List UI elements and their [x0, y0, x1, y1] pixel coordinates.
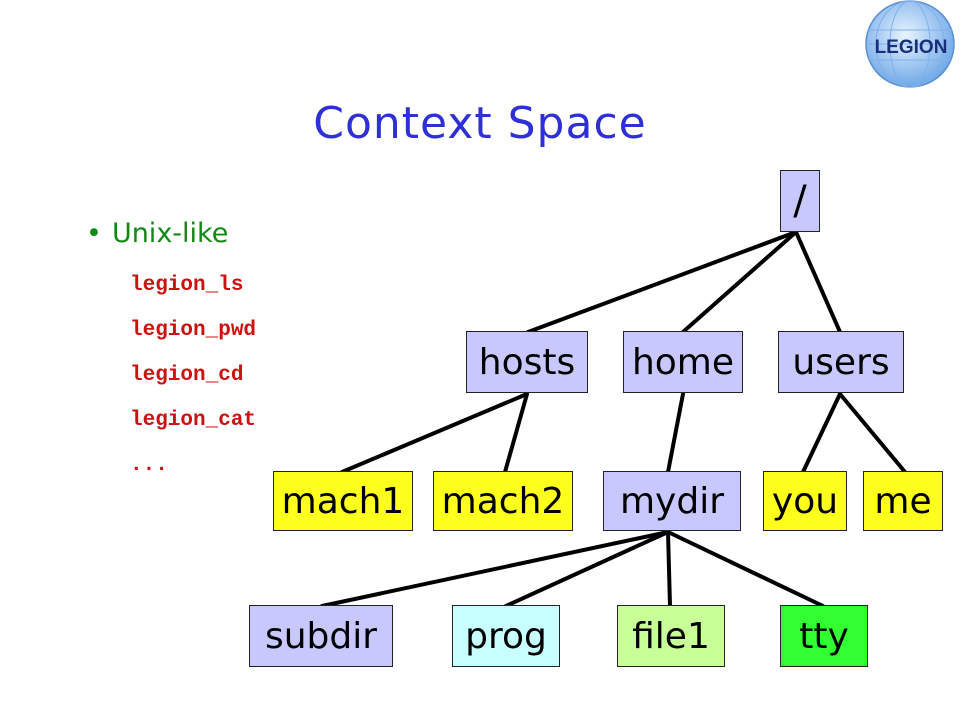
- tree-node-tty: tty: [780, 605, 868, 667]
- edge-users-you: [801, 392, 842, 474]
- node-label: prog: [465, 615, 547, 657]
- logo-text: LEGION: [875, 37, 948, 58]
- node-label: mach2: [441, 480, 565, 522]
- tree-node-file1: file1: [617, 605, 725, 667]
- tree-node-prog: prog: [452, 605, 560, 667]
- tree-node-users: users: [778, 331, 904, 393]
- node-label: file1: [632, 615, 710, 657]
- edge-mydir-subdir: [320, 530, 670, 608]
- tree-node-mydir: mydir: [603, 471, 741, 531]
- command-item: legion_cd: [130, 364, 244, 387]
- node-label: me: [874, 480, 932, 522]
- node-label: home: [631, 341, 735, 383]
- node-label: mydir: [619, 480, 725, 522]
- edge-root-home: [681, 230, 798, 334]
- node-label: tty: [799, 615, 849, 657]
- tree-node-hosts: hosts: [466, 331, 588, 393]
- command-item: legion_cat: [130, 409, 257, 432]
- command-item: legion_ls: [130, 274, 244, 297]
- edge-home-mydir: [666, 392, 685, 474]
- command-list: legion_ls legion_pwd legion_cd legion_ca…: [130, 272, 256, 497]
- legion-logo: LEGION: [854, 0, 960, 94]
- edge-mydir-prog: [504, 530, 670, 608]
- node-label: /: [793, 178, 807, 224]
- slide-title: Context Space: [313, 98, 647, 149]
- edge-mydir-file1: [666, 530, 672, 608]
- edge-root-hosts: [526, 230, 798, 334]
- bullet-item: • Unix-like: [86, 218, 228, 249]
- command-ellipsis: ...: [130, 454, 168, 477]
- tree-node-me: me: [863, 471, 943, 531]
- tree-node-subdir: subdir: [249, 605, 393, 667]
- edge-hosts-mach2: [503, 392, 529, 474]
- tree-node-you: you: [763, 471, 847, 531]
- node-label: you: [771, 480, 839, 522]
- node-label: subdir: [264, 615, 378, 657]
- globe-icon: LEGION: [865, 0, 955, 88]
- bullet-dot-icon: •: [86, 218, 102, 249]
- node-label: hosts: [478, 341, 576, 383]
- edge-root-users: [794, 230, 842, 334]
- edge-mydir-tty: [666, 530, 825, 608]
- command-item: legion_pwd: [130, 319, 257, 342]
- node-label: mach1: [281, 480, 405, 522]
- edge-hosts-mach1: [340, 392, 529, 474]
- bullet-text: Unix-like: [111, 218, 229, 249]
- tree-node-mach1: mach1: [273, 471, 413, 531]
- edge-users-me: [838, 392, 907, 474]
- tree-node-home: home: [623, 331, 743, 393]
- node-label: users: [792, 341, 890, 383]
- tree-node-mach2: mach2: [433, 471, 573, 531]
- tree-node-root: /: [780, 170, 820, 232]
